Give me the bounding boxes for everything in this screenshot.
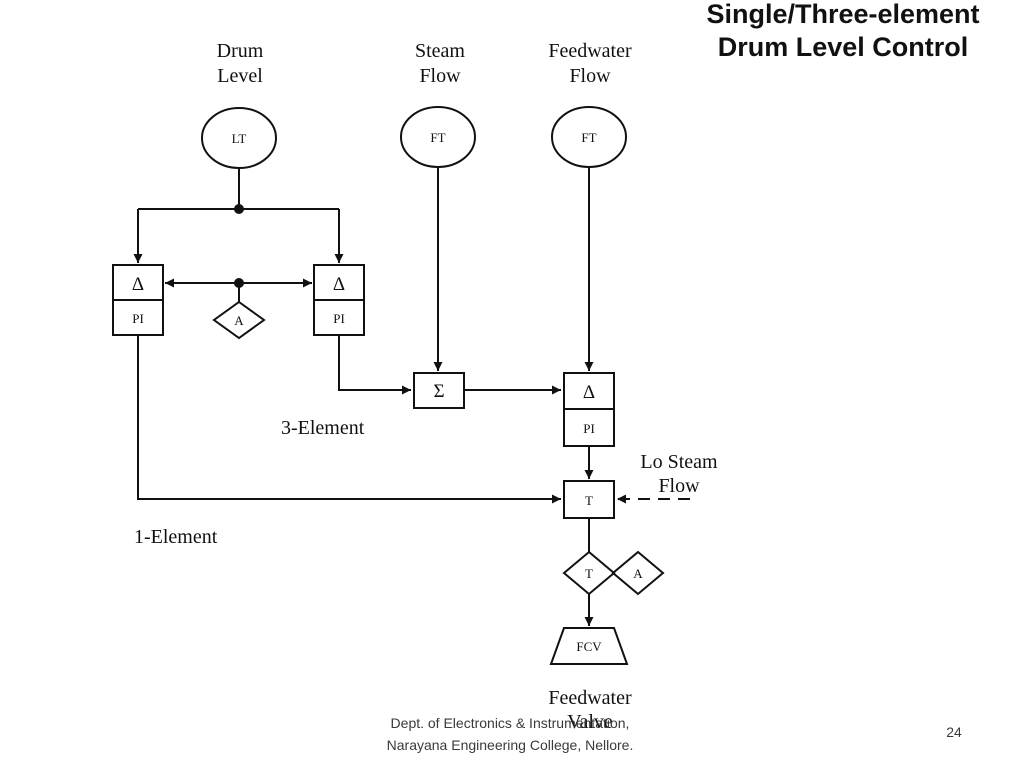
- drum-level-label-1: Drum: [217, 40, 264, 62]
- single-element-controller: Δ PI: [112, 264, 164, 336]
- right-pi-label: PI: [333, 311, 345, 326]
- transfer-station-label: T: [585, 566, 593, 581]
- feedwater-flow-controller: Δ PI: [563, 372, 615, 447]
- right-pi-to-summer-arrow: [338, 335, 411, 395]
- page-number: 24: [946, 724, 962, 740]
- summer-block: Σ: [413, 372, 465, 409]
- single-element-path-arrow: [137, 335, 561, 504]
- valve-label: FCV: [576, 639, 602, 654]
- feedwater-flow-label-1: Feedwater: [548, 40, 632, 62]
- feedwater-valve-label-2: Valve: [567, 711, 613, 733]
- transfer-switch-block: T: [563, 480, 615, 519]
- feedwater-flow-label-2: Flow: [569, 65, 611, 87]
- footer-line-1: Dept. of Electronics & Instrumentation,: [390, 715, 630, 731]
- slide-footer: Dept. of Electronics & Instrumentation, …: [330, 712, 690, 756]
- three-element-level-controller: Δ PI: [313, 264, 365, 336]
- flow-pi-label: PI: [583, 421, 595, 436]
- steam-flow-transmitter: FT: [400, 106, 476, 168]
- steam-flow-label-2: Flow: [419, 65, 461, 87]
- title-line-2: Drum Level Control: [717, 32, 969, 62]
- flow-control-valve: FCV: [549, 627, 629, 665]
- slide-title: Single/Three-element Drum Level Control: [668, 0, 1018, 64]
- drum-level-label-2: Level: [217, 65, 263, 87]
- right-delta-symbol: Δ: [333, 274, 345, 295]
- setpoint-auto-diamond: A: [212, 300, 266, 340]
- three-element-label: 3-Element: [281, 417, 365, 439]
- flow-delta-symbol: Δ: [583, 382, 595, 403]
- level-transmitter: LT: [201, 107, 277, 169]
- left-pi-label: PI: [132, 311, 144, 326]
- lo-steam-flow-label-2: Flow: [658, 475, 700, 497]
- steam-flow-label-1: Steam: [415, 40, 465, 62]
- title-line-1: Single/Three-element: [706, 0, 980, 29]
- transfer-label: T: [585, 493, 593, 508]
- feedwater-flow-transmitter: FT: [551, 106, 627, 168]
- level-transmitter-label: LT: [232, 131, 247, 146]
- feedwater-flow-transmitter-label: FT: [581, 130, 596, 145]
- steam-flow-transmitter-label: FT: [430, 130, 445, 145]
- footer-line-2: Narayana Engineering College, Nellore.: [386, 737, 634, 753]
- lo-steam-flow-label-1: Lo Steam: [640, 451, 718, 473]
- feedwater-valve-label-1: Feedwater: [548, 687, 632, 709]
- auto-station-diamond: A: [611, 550, 665, 596]
- auto-station-label: A: [633, 566, 643, 581]
- summer-symbol: Σ: [433, 381, 444, 402]
- left-delta-symbol: Δ: [132, 274, 144, 295]
- one-element-label: 1-Element: [134, 526, 218, 548]
- transfer-station-diamond: T: [562, 550, 616, 596]
- setpoint-auto-label: A: [234, 313, 244, 328]
